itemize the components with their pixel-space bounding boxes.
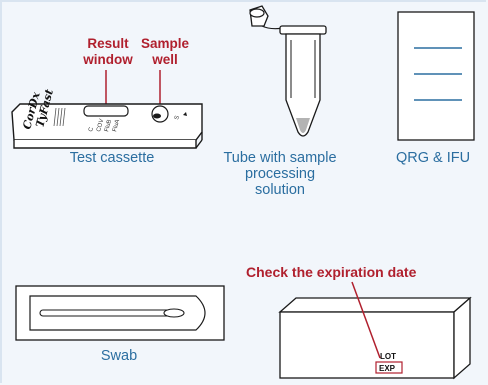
tube-label: Tube with sample processing solution bbox=[220, 150, 340, 198]
sample-tube bbox=[249, 5, 327, 137]
test-cassette: CorDx TyFast C COV FluB FluA S bbox=[11, 88, 203, 149]
sample-well-hole bbox=[153, 113, 161, 119]
qrg-ifu-document bbox=[397, 11, 475, 141]
test-cassette-label: Test cassette bbox=[69, 150, 155, 166]
box-exp-frame bbox=[375, 361, 403, 374]
swab-package bbox=[15, 285, 225, 341]
kit-box: LOT EXP bbox=[278, 281, 472, 380]
cassette-fine-print bbox=[53, 107, 66, 127]
sample-well-line2: well bbox=[152, 52, 178, 67]
tube-body bbox=[285, 33, 321, 137]
box-lot-label: LOT bbox=[380, 352, 396, 361]
box-exp-label: EXP bbox=[379, 364, 396, 373]
sample-well bbox=[151, 105, 169, 123]
mark-flua: FluA bbox=[112, 119, 121, 132]
qrg-ifu-label: QRG & IFU bbox=[395, 150, 471, 166]
result-window-line2: window bbox=[83, 52, 133, 67]
result-window-line1: Result bbox=[87, 36, 129, 51]
expiration-pointer bbox=[351, 281, 381, 359]
swab-tip bbox=[163, 308, 185, 318]
swab-label: Swab bbox=[100, 348, 138, 364]
sample-well-line1: Sample bbox=[140, 36, 190, 51]
result-window bbox=[83, 105, 129, 117]
result-window-callout: Result window bbox=[78, 36, 138, 68]
sample-well-callout: Sample well bbox=[136, 36, 194, 68]
mark-s: S bbox=[174, 115, 181, 120]
tube-label-line3: solution bbox=[255, 182, 305, 198]
swab-stick bbox=[39, 309, 173, 317]
tube-label-line2: processing bbox=[244, 166, 316, 182]
tube-liquid bbox=[296, 118, 310, 133]
mark-c: C bbox=[88, 126, 95, 132]
tube-label-line1: Tube with sample bbox=[223, 150, 337, 166]
mark-flub: FluB bbox=[104, 119, 113, 132]
arrow-icon bbox=[183, 112, 187, 116]
mark-cov: COV bbox=[96, 118, 105, 132]
check-expiration-callout: Check the expiration date bbox=[246, 264, 417, 280]
